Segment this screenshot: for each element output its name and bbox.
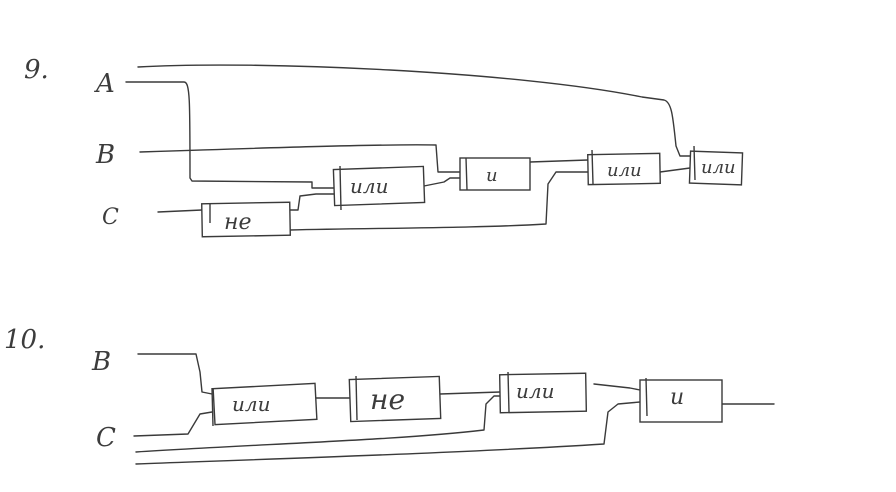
diagram-9-nor-gate-2: или [587,149,661,186]
diagram-9-wire-a-to-final-gate [137,64,691,157]
diagram-9-number: 9. [24,55,49,85]
diagram-10-input-b-label: B [91,347,111,377]
diagram-9-not-gate: не [201,201,292,238]
diagram-10-and-gate: и [639,377,723,423]
diagram-9-nor-gate-3: или [688,145,744,186]
diagram-9-nor-gate-1-label: или [350,174,389,198]
diagram-9-input-a-label: A [94,69,115,99]
diagram-9-nor-gate-3-label: или [701,157,736,178]
diagram-9-wire-nor2-to-nor3 [659,167,691,173]
diagram-9-wire-c-to-not [157,209,203,213]
diagram-10-wire-b-to-nor1 [137,353,213,395]
diagram-10-wire-not-to-nor2 [439,391,501,395]
diagram-10: 10. B C или не или и [4,325,775,465]
diagram-10-nor-gate-2: или [498,371,588,414]
diagram-9-nor-gate-1: или [332,165,426,211]
diagram-9-and-gate-label: и [486,165,498,186]
diagram-9-wire-not-to-nor1 [289,193,335,211]
diagram-10-and-gate-label: и [670,385,684,410]
diagram-10-wire-c-to-and [135,401,641,465]
diagram-9-and-gate: и [459,157,531,191]
diagram-9-input-c-label: C [102,205,119,230]
diagram-10-input-c-label: C [96,423,116,453]
diagram-10-wire-nor2-to-and [593,383,641,391]
diagram-10-wire-c-to-nor1 [133,411,213,437]
diagram-10-nor-gate-2-label: или [516,379,555,403]
diagram-9-wire-b-to-and [139,144,461,173]
diagram-9-wire-nor1-to-and [423,177,461,187]
diagram-10-not-gate-label: не [370,383,405,416]
diagram-9-not-gate-label: не [224,210,252,235]
diagram-9-nor-gate-2-label: или [607,160,642,181]
diagram-9-wire-a-to-nor1 [125,81,335,189]
diagram-10-nor-gate-1: или [211,382,318,427]
diagram-9: 9. A B C не или и [24,55,744,238]
diagram-10-not-gate: не [348,375,442,423]
diagram-9-wire-and-to-nor2 [529,159,589,163]
diagram-10-number: 10. [4,325,45,355]
diagram-9-wire-c-to-nor2 [289,171,589,231]
diagram-9-input-b-label: B [95,140,115,170]
diagram-10-wire-c-to-nor2 [135,395,501,453]
diagram-10-nor-gate-1-label: или [232,392,271,416]
